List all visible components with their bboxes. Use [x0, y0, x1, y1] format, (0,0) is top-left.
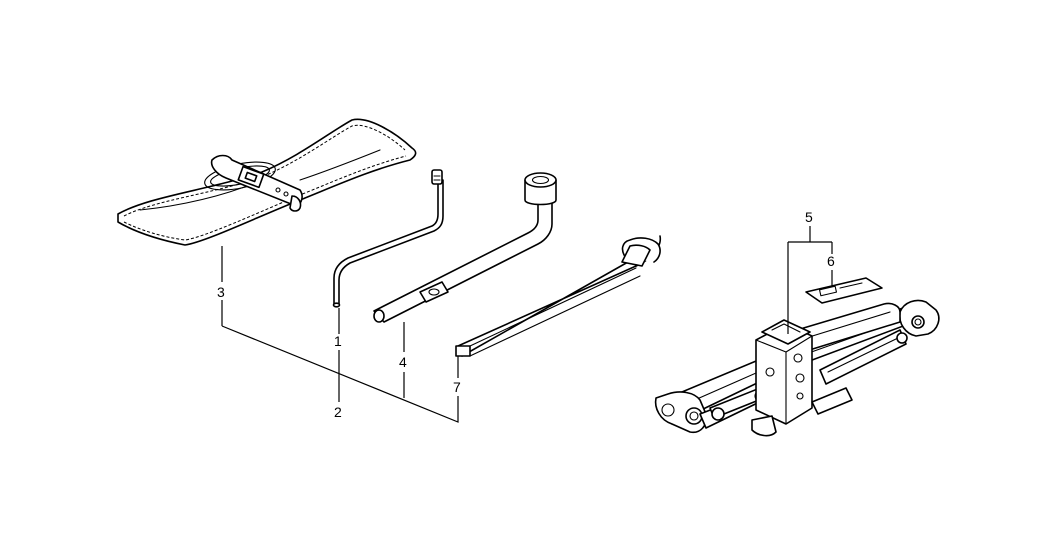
- leader-lines: [221, 226, 833, 423]
- callout-1: 1: [334, 333, 342, 349]
- scissor-jack: [654, 299, 940, 437]
- tool-bag: [117, 118, 417, 246]
- jack-label: [805, 277, 883, 304]
- callout-6: 6: [827, 253, 835, 269]
- wheel-wrench: [373, 172, 557, 323]
- callout-7: 7: [453, 379, 461, 395]
- crank-handle: [332, 169, 444, 308]
- jack-handle-bar: [455, 235, 662, 357]
- callout-3: 3: [217, 284, 225, 300]
- callout-4: 4: [399, 354, 407, 370]
- callout-5: 5: [805, 209, 813, 225]
- callout-2: 2: [334, 404, 342, 420]
